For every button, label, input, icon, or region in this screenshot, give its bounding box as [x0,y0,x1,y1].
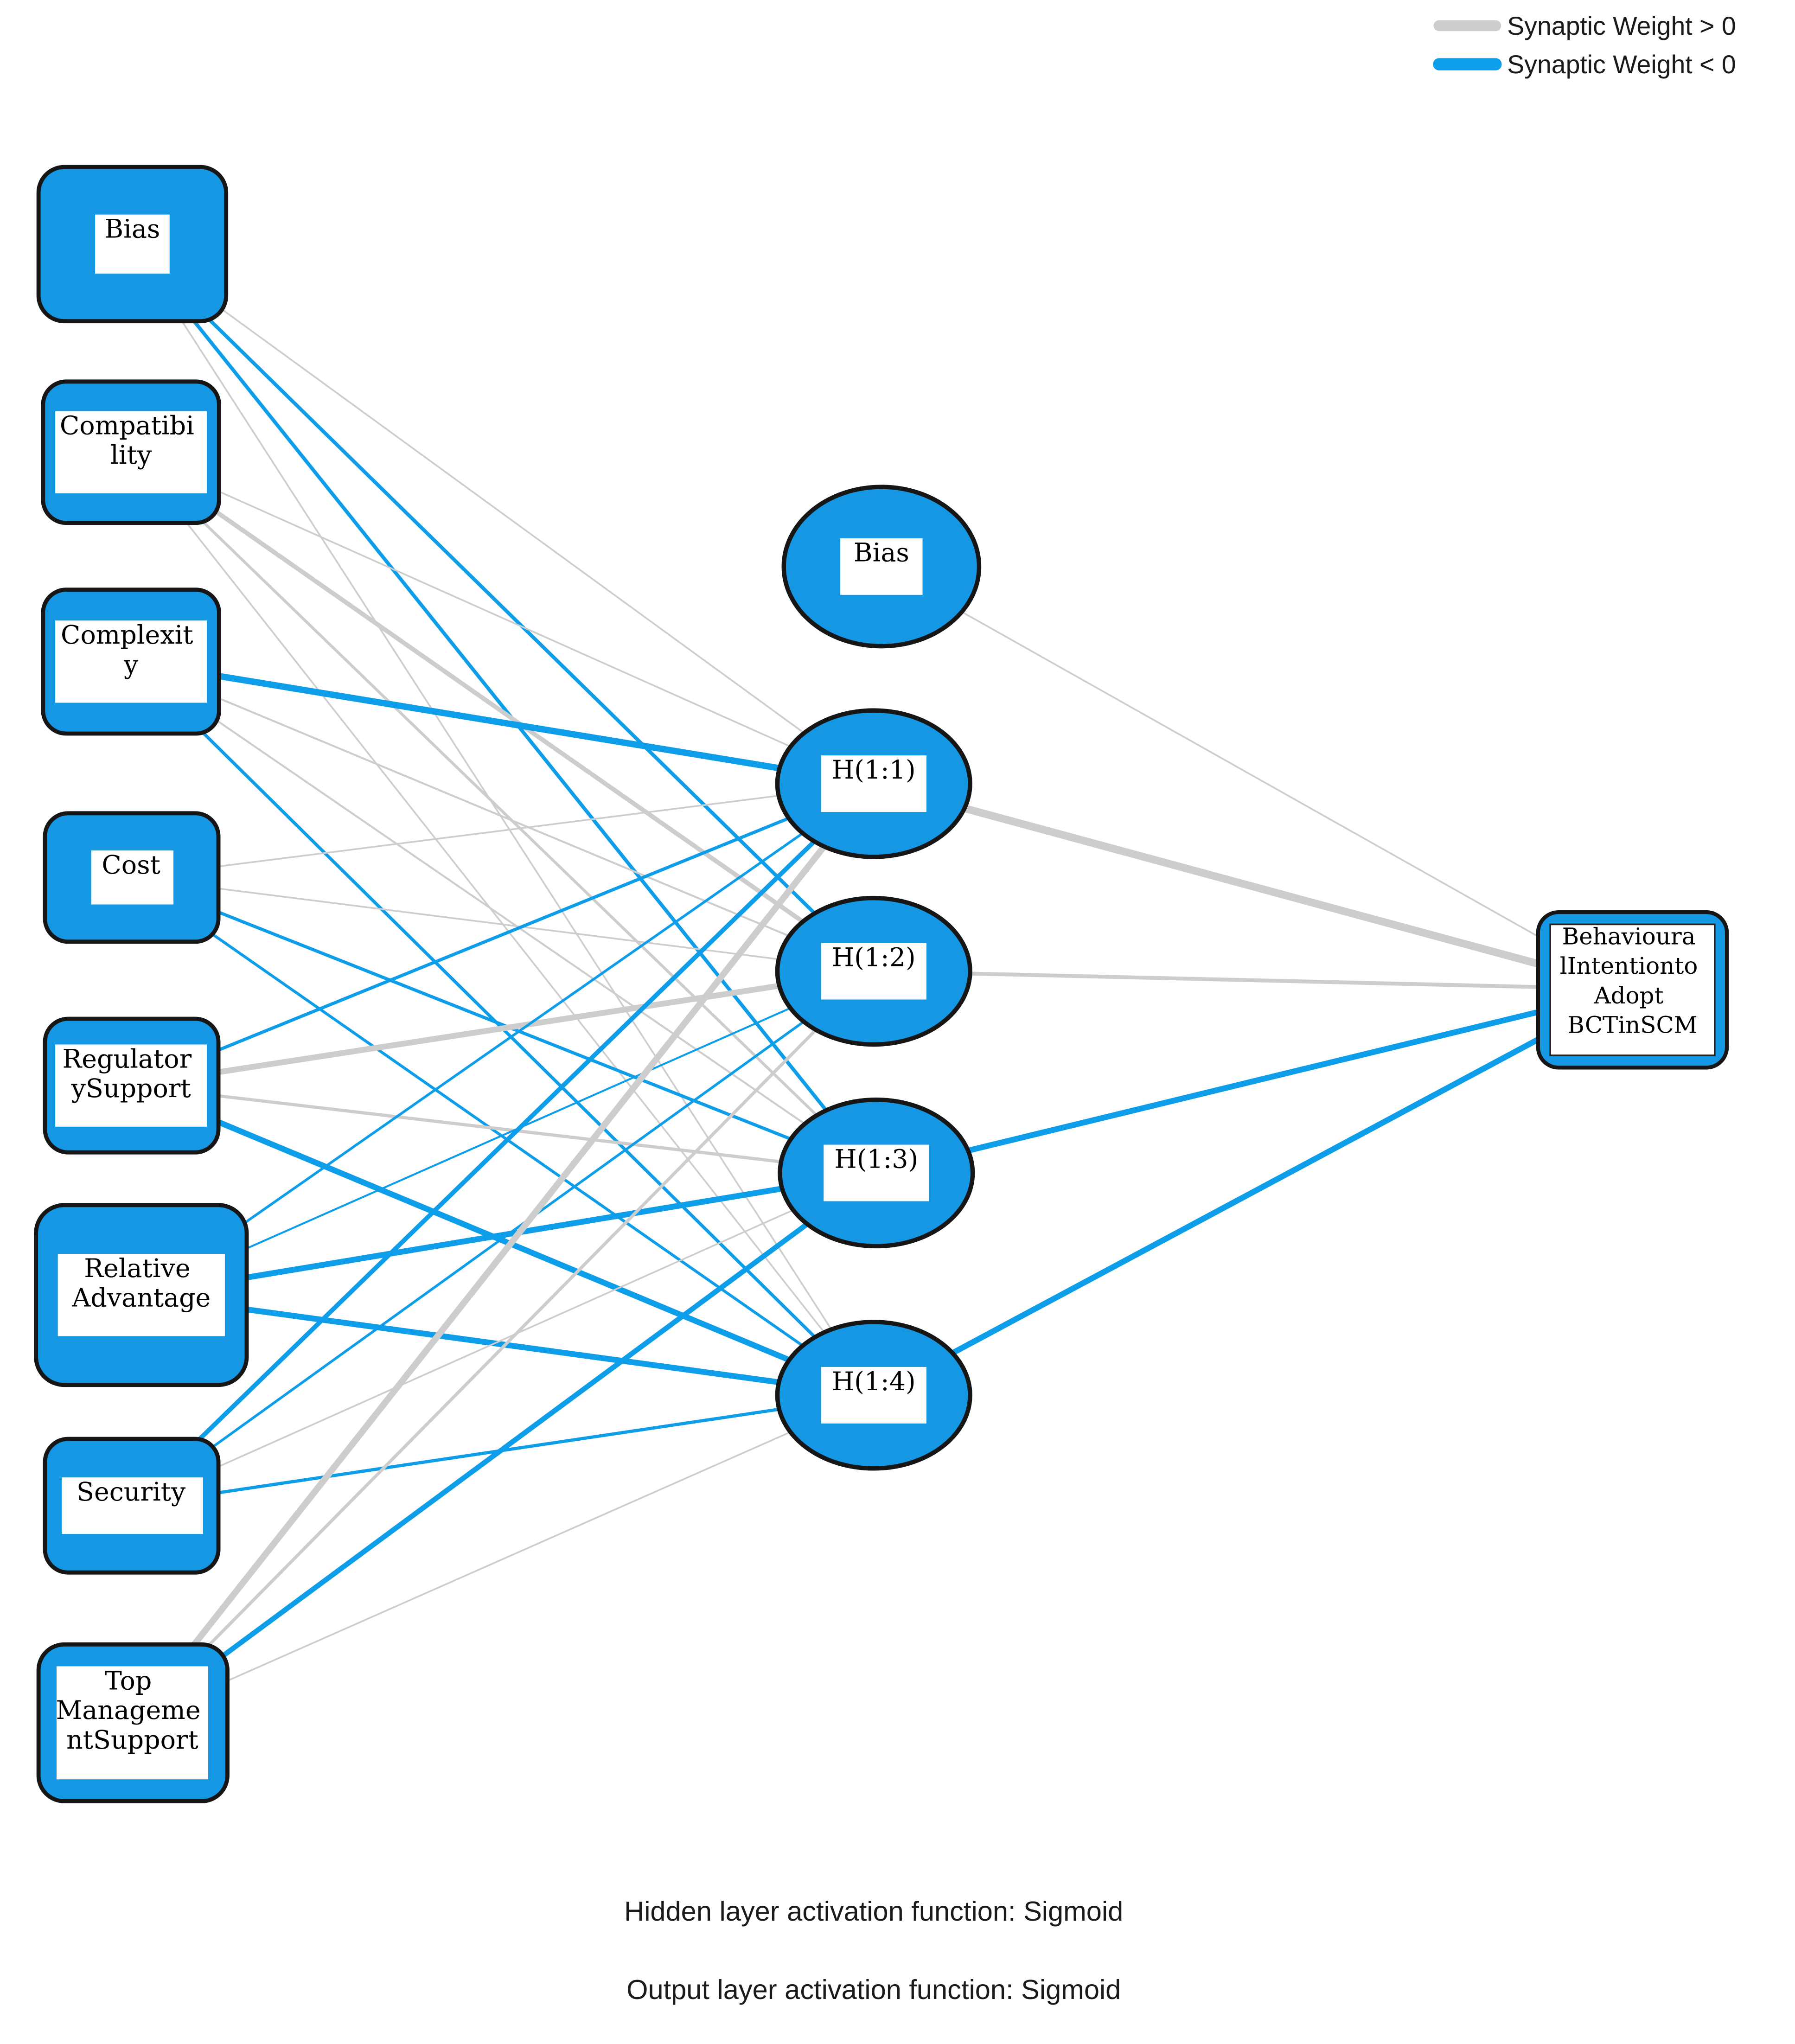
node-label-box [55,620,207,703]
edge-regulatory_support-h11 [130,782,875,1087]
edge-h13-out [875,986,1633,1176]
edge-bias_in-h14 [131,243,875,1396]
node-label-box [55,411,207,493]
edge-cost-h11 [131,783,874,879]
hidden-node-bias: Bias [781,485,982,649]
edge-complexity-h13 [130,661,877,1174]
legend-positive-label: Synaptic Weight > 0 [1507,12,1736,40]
edge-relative_advantage-h11 [141,782,875,1297]
edge-relative_advantage-h14 [141,1292,875,1399]
edge-h11-out [873,780,1633,993]
node-label-box [821,1367,926,1424]
node-label-box [840,538,923,595]
output-node-behavioural-intention: Behavioura lIntentionto Adopt BCTinSCM [1536,910,1729,1070]
node-label: Complexit y [61,620,201,680]
edge-compatibility-h12 [129,450,875,973]
input-node-cost: Cost [43,811,221,944]
hidden-activation-caption: Hidden layer activation function: Sigmoi… [624,1896,1123,1927]
node-label-box [821,755,926,812]
input-node-complexity: Complexit y [41,588,221,736]
node-label: Bias [854,538,909,568]
edge-cost-h13 [130,876,877,1175]
node-label-box [62,1477,203,1534]
node-label: H(1:2) [832,943,916,972]
node-label-box [821,943,926,1000]
hidden-node-h11: H(1:1) [775,708,972,859]
synaptic-connections-layer [129,243,1634,1725]
node-label-box [57,1254,225,1336]
node-label: Compatibi lity [60,411,203,470]
input-node-regulatory-support: Regulator ySupport [43,1016,221,1155]
edge-bias_in-h11 [132,243,875,785]
node-label-box [95,214,170,274]
edge-top_management_support-h11 [129,781,876,1725]
input-node-top-management-support: Top Manageme ntSupport [36,1642,230,1803]
input-node-security: Security [43,1437,221,1575]
edge-cost-h12 [131,876,874,972]
hidden-node-h14: H(1:4) [775,1320,972,1471]
node-label-box [824,1144,929,1201]
hidden-node-h12: H(1:2) [775,895,972,1047]
edge-bias_h-out [881,566,1632,990]
edge-h14-out [872,986,1634,1398]
legend: Synaptic Weight > 0 Synaptic Weight < 0 [1433,12,1736,79]
input-node-compatibility: Compatibi lity [41,379,221,525]
edge-regulatory_support-h13 [131,1084,877,1175]
edge-top_management_support-h13 [131,1171,878,1725]
legend-negative-label: Synaptic Weight < 0 [1507,50,1736,79]
edge-security-h13 [130,1172,877,1507]
node-label-box [55,1044,207,1127]
node-label: Cost [102,850,160,880]
input-node-bias: Bias [36,165,229,324]
edge-security-h12 [130,970,875,1507]
node-label-box [56,1666,208,1780]
edge-bias_in-h13 [131,243,878,1174]
edge-top_management_support-h14 [132,1394,874,1724]
edge-relative_advantage-h12 [141,970,875,1296]
edge-compatibility-h11 [130,451,874,785]
edge-top_management_support-h12 [131,970,875,1724]
edge-compatibility-h13 [130,451,877,1174]
edge-complexity-h11 [130,658,875,787]
edge-bias_in-h12 [131,243,875,973]
hidden-node-h13: H(1:3) [778,1097,975,1249]
node-label: Regulator ySupport [63,1044,200,1104]
edge-h12-out [874,969,1632,991]
node-label: Relative Advantage [71,1254,211,1313]
input-node-relative-advantage: Relative Advantage [34,1203,249,1387]
edge-regulatory_support-h12 [130,968,875,1089]
node-label: Security [77,1477,186,1507]
output-activation-caption: Output layer activation function: Sigmoi… [626,1974,1121,2005]
edge-security-h11 [129,782,875,1507]
edge-complexity-h12 [130,660,875,972]
node-label-box [1549,923,1716,1056]
edge-regulatory_support-h14 [130,1083,875,1398]
node-label: Bias [104,215,160,244]
node-label: H(1:4) [832,1367,916,1397]
node-label: H(1:3) [834,1144,918,1174]
node-label: Top Manageme ntSupport [56,1666,209,1755]
node-label-box [91,850,174,905]
node-label: Behavioura lIntentionto Adopt BCTinSCM [1560,923,1705,1038]
node-label: H(1:1) [832,755,916,785]
